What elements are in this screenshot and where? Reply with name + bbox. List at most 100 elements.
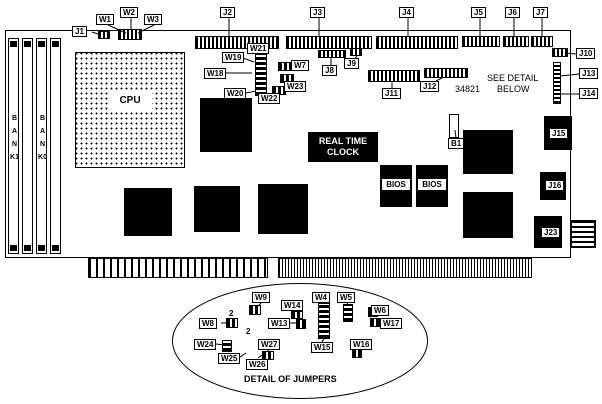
label-j10: J10 (576, 48, 596, 59)
label-w17: W17 (380, 318, 403, 329)
label-w22: W22 (258, 93, 281, 104)
label-w18: W18 (204, 68, 227, 79)
label-j16: J16 (545, 180, 565, 191)
jumper-block (226, 318, 238, 328)
label-w15: W15 (311, 342, 334, 353)
part-number-text: 34821 (455, 84, 481, 94)
label-j6: J6 (505, 7, 520, 18)
simm-socket (50, 38, 61, 254)
leader-line (239, 352, 247, 358)
simm-socket (8, 38, 19, 254)
cpu-label: CPU (108, 91, 152, 110)
bios-label: BIOS (417, 178, 447, 191)
label-j3: J3 (310, 7, 325, 18)
label-w23: W23 (284, 81, 307, 92)
connector-j13-j14-strip (553, 62, 561, 104)
see-detail-text-line2: BELOW (497, 84, 530, 94)
rtc-label-line2: CLOCK (327, 147, 359, 157)
label-w9: W9 (252, 292, 270, 303)
leader-line (435, 77, 443, 82)
leader-line (242, 57, 255, 63)
label-w1: W1 (96, 14, 114, 25)
leader-line (107, 24, 127, 34)
label-w6: W6 (371, 305, 389, 316)
label-w25: W25 (218, 353, 241, 364)
label-j7: J7 (533, 7, 548, 18)
jumper-block (343, 304, 353, 322)
pin-count-text: 2 (229, 309, 234, 318)
label-w14: W14 (281, 300, 304, 311)
leader-line (454, 129, 457, 139)
connector-j3-header (286, 36, 372, 49)
ic-chip (463, 192, 513, 238)
rtc-label-line1: REAL TIME (318, 136, 368, 146)
jumper-block (278, 62, 292, 71)
battery-b1 (449, 114, 459, 138)
leader-line (245, 90, 257, 94)
connector-j8-header (318, 50, 346, 58)
isa-edge-connector-left (88, 258, 268, 278)
label-w7: W7 (291, 60, 309, 71)
connector-j6-header (503, 36, 529, 47)
rtc-chip: REAL TIME CLOCK (308, 132, 378, 162)
leader-line (565, 52, 577, 55)
ic-chip (463, 130, 513, 174)
connector-j11-header (368, 70, 420, 82)
label-w24: W24 (194, 339, 217, 350)
jumper-block (296, 319, 306, 329)
jumper-block (222, 340, 232, 352)
label-j13: J13 (579, 68, 599, 79)
bios-label: BIOS (381, 178, 411, 191)
jumper-block (370, 318, 380, 327)
label-j23: J23 (541, 227, 561, 238)
label-j12: J12 (420, 81, 440, 92)
connector-j1-header (98, 31, 110, 39)
label-w8: W8 (199, 318, 217, 329)
label-w26: W26 (246, 359, 269, 370)
label-j11: J11 (382, 88, 401, 99)
label-j5: J5 (471, 7, 486, 18)
connector-j10-header (552, 48, 568, 57)
connector-j4-header (376, 36, 458, 49)
connector-j12-header (424, 68, 468, 78)
jumper-block (352, 349, 362, 358)
leader-line (560, 73, 580, 77)
simm-socket (36, 38, 47, 254)
jumper-block (291, 311, 303, 319)
ic-chip (194, 186, 240, 232)
label-j9: J9 (344, 58, 359, 69)
ic-chip (124, 188, 172, 236)
label-w20: W20 (224, 88, 247, 99)
keyboard-connector (570, 220, 596, 248)
detail-title: DETAIL OF JUMPERS (244, 374, 337, 384)
label-w16: W16 (350, 339, 373, 350)
leader-line (91, 31, 99, 35)
label-j1: J1 (72, 26, 87, 37)
label-j4: J4 (399, 7, 414, 18)
see-detail-text-line1: SEE DETAIL (487, 73, 539, 83)
ic-chip (258, 184, 308, 234)
bank1-label: BANK1 (10, 115, 19, 161)
connector-j5-header (462, 36, 500, 47)
jumper-block (249, 305, 261, 315)
label-b1: B1 (448, 138, 465, 149)
label-j2: J2 (220, 7, 235, 18)
label-w3: W3 (144, 14, 162, 25)
connector-j7-header (531, 36, 553, 47)
bank0-label: BANK0 (38, 115, 47, 161)
label-w19: W19 (222, 52, 245, 63)
cpu-socket (75, 52, 185, 168)
label-j8: J8 (322, 65, 337, 76)
isa-edge-connector-right (278, 258, 532, 278)
simm-socket (22, 38, 33, 254)
label-w5: W5 (337, 292, 355, 303)
label-w27: W27 (258, 339, 281, 350)
connector-j9-header (350, 48, 362, 56)
jumper-block (318, 303, 330, 339)
label-w21: W21 (247, 43, 270, 54)
label-j15: J15 (549, 128, 569, 139)
pin-count-text: 2 (246, 327, 251, 336)
label-w2: W2 (120, 7, 138, 18)
label-w13: W13 (268, 318, 291, 329)
